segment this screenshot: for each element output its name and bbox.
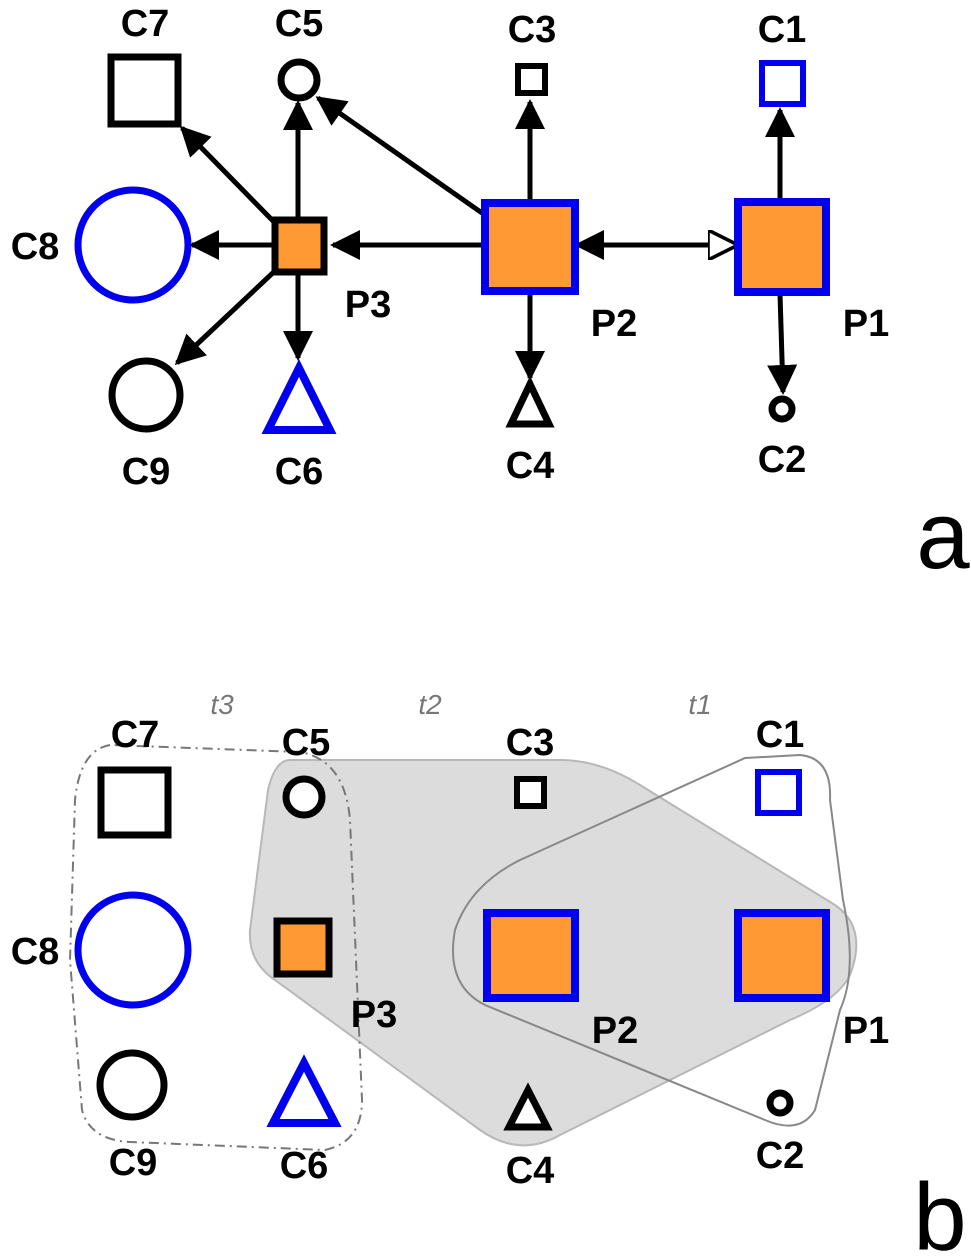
label-c9: C9: [122, 451, 171, 493]
label-t2: t2: [418, 689, 442, 720]
label-p3: P3: [345, 284, 391, 326]
node-b-p2: [483, 909, 579, 1002]
label-c8: C8: [11, 226, 60, 268]
label-b-c6: C6: [280, 1145, 329, 1187]
label-b-c2: C2: [756, 1135, 805, 1177]
node-p3: [271, 216, 328, 276]
node-b-c4: [503, 1082, 553, 1131]
node-c4: [505, 375, 555, 428]
label-b-c8: C8: [11, 931, 60, 973]
label-t3: t3: [210, 689, 234, 720]
label-c5: C5: [275, 3, 324, 45]
label-c1: C1: [758, 9, 807, 51]
node-b-c3: [514, 776, 547, 809]
node-b-c9: [96, 1049, 168, 1121]
node-b-c6: [266, 1054, 342, 1127]
label-c4: C4: [506, 445, 555, 487]
label-b-c3: C3: [506, 722, 555, 764]
node-c3: [515, 63, 548, 96]
node-c8: [74, 186, 192, 304]
node-p2: [481, 199, 579, 295]
group-t3-outline: [68, 743, 364, 1152]
node-c6: [261, 359, 337, 434]
node-b-c1: [755, 769, 802, 816]
label-b-c4: C4: [506, 1150, 555, 1192]
label-b-c1: C1: [756, 714, 805, 756]
node-b-p3: [273, 917, 333, 978]
label-c3: C3: [508, 9, 557, 51]
edge-p2-c5: [315, 95, 484, 216]
label-b-c7: C7: [111, 714, 160, 756]
node-c5: [277, 58, 321, 102]
label-b-c5: C5: [282, 722, 331, 764]
edge-p1-c2: [767, 293, 798, 395]
label-c6: C6: [275, 451, 324, 493]
node-c1: [759, 60, 806, 107]
label-b-p1: P1: [843, 1010, 889, 1052]
label-b-c9: C9: [109, 1142, 158, 1184]
label-t1: t1: [688, 689, 711, 720]
label-b-p3: P3: [351, 994, 397, 1036]
panel-label-a: a: [916, 482, 970, 589]
node-p1: [734, 198, 830, 296]
group-t1-outline: [452, 753, 851, 1127]
edge-p3-c9: [174, 266, 280, 366]
panel-b: t3 t2 t1 C7 C5 C3 C1 C8 P3 P2 P1 C9 C6 C…: [11, 689, 967, 1258]
edge-p3-c7: [179, 125, 277, 225]
node-b-c8: [74, 891, 192, 1009]
node-b-c5: [282, 775, 326, 819]
node-b-c7: [97, 766, 172, 839]
label-c7: C7: [121, 3, 170, 45]
node-c2: [768, 395, 796, 423]
label-p2: P2: [591, 303, 637, 345]
label-c2: C2: [758, 439, 807, 481]
panel-a: C7 C5 C3 C1 C8 P3 P2 P1 C9 C6 C4 C2 a: [11, 3, 971, 589]
node-b-c2: [766, 1089, 794, 1117]
node-c7: [107, 53, 182, 128]
node-c9: [108, 357, 184, 433]
edges: [174, 95, 798, 395]
label-b-p2: P2: [592, 1010, 638, 1052]
node-b-p1: [734, 909, 830, 1002]
label-p1: P1: [843, 303, 889, 345]
panel-label-b: b: [913, 1164, 966, 1258]
